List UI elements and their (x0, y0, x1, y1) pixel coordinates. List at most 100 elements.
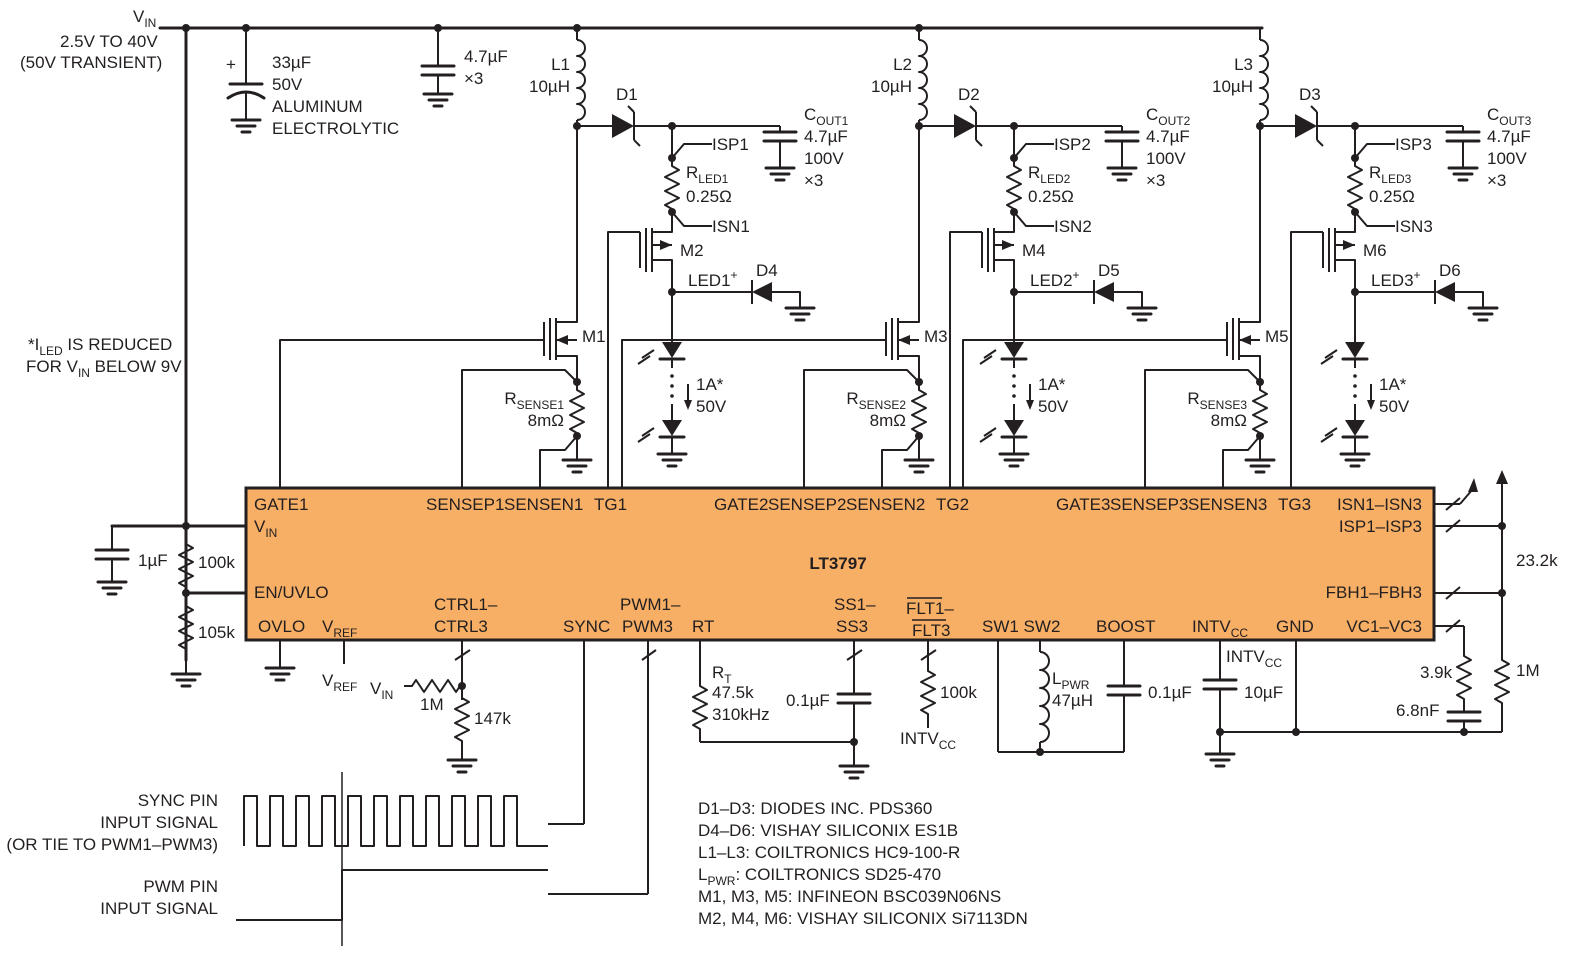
cout-qty: ×3 (804, 171, 823, 190)
pin-pwm-a: PWM1– (620, 595, 681, 614)
r-uvlo-top-label: 100k (198, 553, 235, 572)
r-uvlo-bot-label: 105k (198, 623, 235, 642)
pin-sensen3: SENSEN3 (1188, 495, 1267, 514)
rled-name: RLED1 (686, 163, 729, 186)
c-ss-label: 0.1µF (786, 691, 830, 710)
rt-name: RT (712, 663, 732, 686)
pin-sensep3: SENSEP3 (1110, 495, 1188, 514)
pin-isp: ISP1–ISP3 (1339, 517, 1422, 536)
c-vc-label: 6.8nF (1396, 701, 1439, 720)
pmos-label: M2 (680, 241, 704, 260)
inductor-value: 10µH (1212, 77, 1253, 96)
pwm-label-1: PWM PIN (143, 877, 218, 896)
pin-pwm-b: PWM3 (622, 617, 673, 636)
pwm-label-2: INPUT SIGNAL (100, 899, 218, 918)
vin-pin-network (94, 522, 248, 688)
cout-qty: ×3 (1487, 171, 1506, 190)
pin-sw: SW1 SW2 (982, 617, 1060, 636)
isn-label: ISN2 (1054, 217, 1092, 236)
led-node-label: LED3+ (1371, 268, 1421, 290)
r-flt-label: 100k (940, 683, 977, 702)
pmos-label: M6 (1363, 241, 1387, 260)
pin-vin: VIN (254, 517, 277, 540)
sync-label-2: INPUT SIGNAL (100, 813, 218, 832)
pin-ss-a: SS1– (834, 595, 876, 614)
ctrl-vin-label: VIN (370, 679, 393, 702)
intvcc-out-label: INTVCC (1226, 647, 1282, 670)
cin1-label-1: 33µF (272, 53, 311, 72)
pin-tg1: TG1 (594, 495, 627, 514)
inductor-name: L1 (551, 55, 570, 74)
inductor-name: L3 (1234, 55, 1253, 74)
diode-name: D3 (1299, 85, 1321, 104)
cout-voltage: 100V (1487, 149, 1527, 168)
led-voltage: 50V (1038, 397, 1069, 416)
isn-label: ISN3 (1395, 217, 1433, 236)
cout-voltage: 100V (804, 149, 844, 168)
cin1-label-3: ALUMINUM (272, 97, 363, 116)
rsense-name: RSENSE1 (504, 389, 564, 412)
pin-ctrl-a: CTRL1– (434, 595, 498, 614)
note-line-1: *ILED IS REDUCED (28, 335, 172, 358)
vin-range: 2.5V TO 40V (60, 32, 158, 51)
pin-sensen2: SENSEN2 (846, 495, 925, 514)
lt3797-chip (244, 486, 1436, 642)
lpwr-name: LPWR (1052, 669, 1090, 692)
bom-line-3: L1–L3: COILTRONICS HC9-100-R (698, 843, 960, 862)
pin-sensep1: SENSEP1 (426, 495, 504, 514)
isp-label: ISP2 (1054, 135, 1091, 154)
bom-line-6: M2, M4, M6: VISHAY SILICONIX Si7113DN (698, 909, 1028, 928)
c-intvcc-label: 10µF (1244, 683, 1283, 702)
cout-name: COUT2 (1146, 105, 1191, 128)
cin1-label-4: ELECTROLYTIC (272, 119, 399, 138)
inductor-value: 10µH (529, 77, 570, 96)
pin-sync: SYNC (563, 617, 610, 636)
pin-flt-a: FLT1– (906, 599, 954, 618)
pin-gate3: GATE3 (1056, 495, 1110, 514)
rled-name: RLED3 (1369, 163, 1412, 186)
ctrl-r1-label: 1M (420, 695, 444, 714)
cout-cap: 4.7µF (1487, 127, 1531, 146)
pin-gate1: GATE1 (254, 495, 308, 514)
sync-pwm-wires (548, 640, 657, 895)
vref-label: VREF (322, 671, 357, 694)
cin2-label-2: ×3 (464, 69, 483, 88)
led-node-label: LED2+ (1030, 268, 1080, 290)
pin-ctrl-b: CTRL3 (434, 617, 488, 636)
cout-cap: 4.7µF (1146, 127, 1190, 146)
isn-label: ISN1 (712, 217, 750, 236)
rt-freq: 310kHz (712, 705, 770, 724)
pin-vc: VC1–VC3 (1346, 617, 1422, 636)
pmos-label: M4 (1022, 241, 1046, 260)
flt-pullup (920, 640, 937, 728)
rled-value: 0.25Ω (1369, 187, 1415, 206)
rsense-name: RSENSE2 (846, 389, 906, 412)
input-ceramic-cap (420, 28, 456, 108)
rled-value: 0.25Ω (686, 187, 732, 206)
pin-gnd: GND (1276, 617, 1314, 636)
cin1-label-2: 50V (272, 75, 303, 94)
isp-label: ISP1 (712, 135, 749, 154)
intvcc-gnd-network (1202, 640, 1502, 768)
led-voltage: 50V (1379, 397, 1410, 416)
pin-boost: BOOST (1096, 617, 1156, 636)
flt-intvcc-label: INTVCC (900, 729, 956, 752)
rsense-value: 8mΩ (528, 411, 564, 430)
led-current: 1A* (1379, 375, 1407, 394)
rt-val: 47.5k (712, 683, 754, 702)
led-voltage: 50V (696, 397, 727, 416)
nmos-label: M3 (924, 327, 948, 346)
pin-ovlo: OVLO (258, 617, 305, 636)
pin-intvcc: INTVCC (1192, 617, 1248, 640)
inductor-name: L2 (893, 55, 912, 74)
cout-cap: 4.7µF (804, 127, 848, 146)
vin-label: VIN (133, 7, 156, 30)
c-vin-label: 1µF (138, 551, 168, 570)
pin-tg2: TG2 (936, 495, 969, 514)
pin-tg3: TG3 (1278, 495, 1311, 514)
sync-label-3: (OR TIE TO PWM1–PWM3) (6, 835, 218, 854)
r-fb-top-label: 23.2k (1516, 551, 1558, 570)
